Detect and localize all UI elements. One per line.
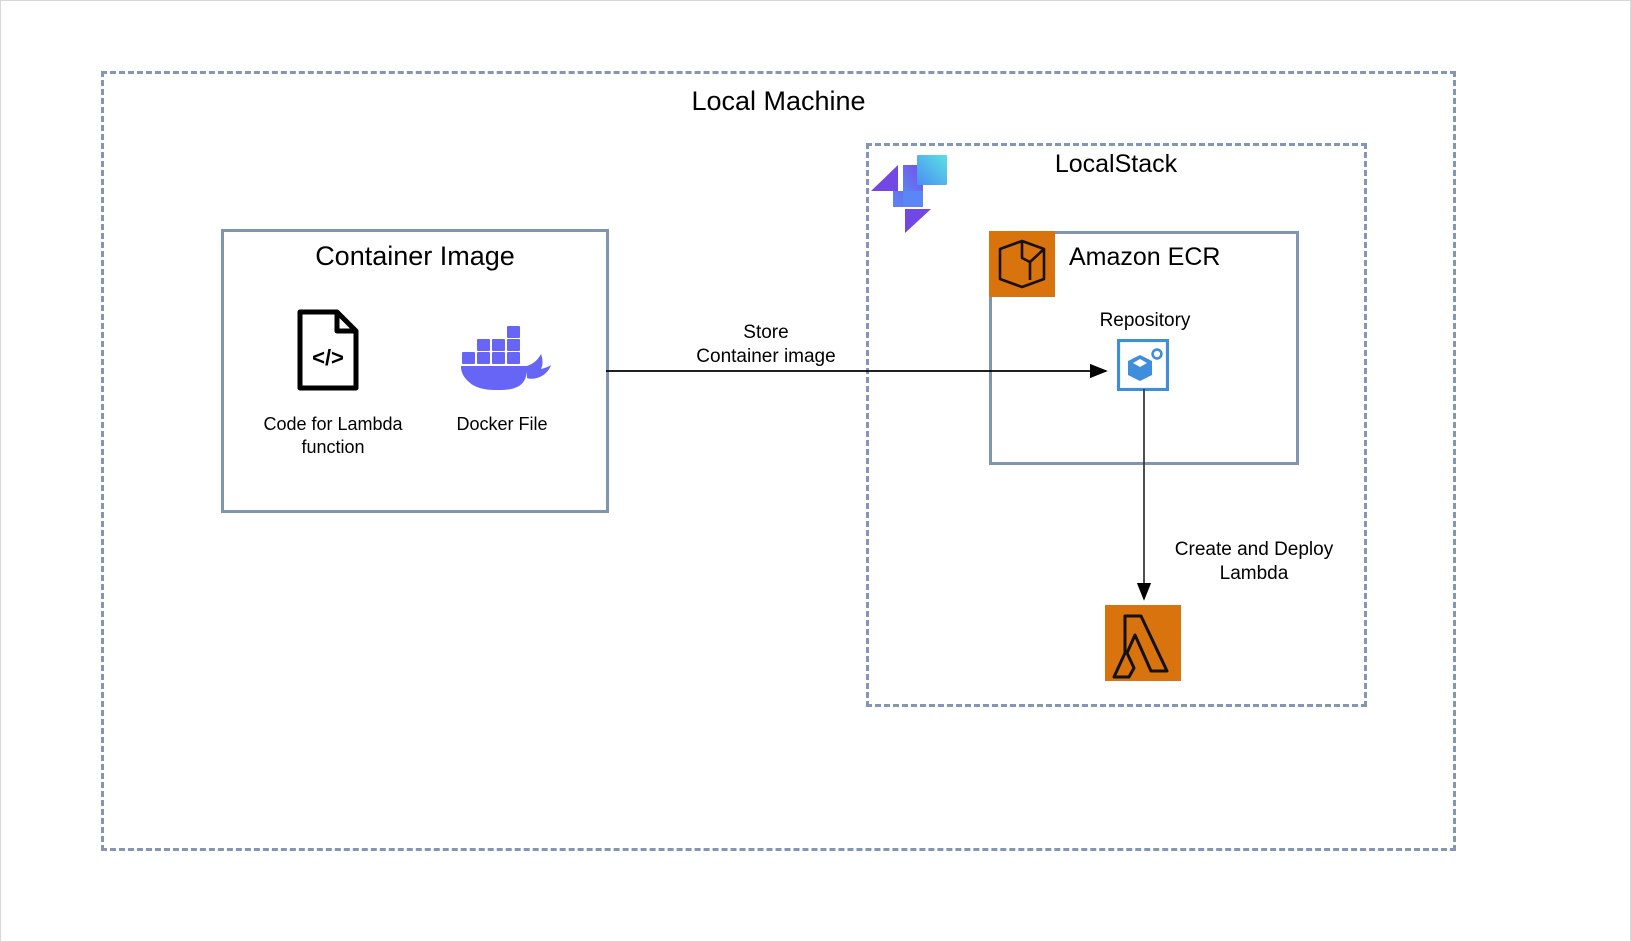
- deploy-arrow-label-line2: Lambda: [1219, 563, 1289, 585]
- aws-lambda-icon: [1105, 605, 1181, 681]
- local-machine-boundary: [101, 71, 1456, 851]
- store-arrow-label-line1: Store: [743, 322, 789, 343]
- code-file-icon: </>: [297, 309, 359, 391]
- local-machine-title: Local Machine: [691, 86, 866, 116]
- repository-caption: Repository: [1099, 310, 1191, 331]
- deploy-arrow-label: Create and Deploy Lambda: [1159, 538, 1349, 587]
- amazon-ecr-icon: [989, 231, 1055, 297]
- ecr-repository-icon: [1116, 338, 1170, 392]
- deploy-arrow-label-line1: Create and Deploy: [1174, 539, 1334, 560]
- create-deploy-lambda-arrow: [1136, 389, 1152, 601]
- container-image-title: Container Image: [315, 241, 515, 271]
- store-container-image-arrow: [606, 363, 1108, 379]
- docker-file-caption: Docker File: [456, 414, 548, 434]
- localstack-title: LocalStack: [1054, 150, 1178, 178]
- store-arrow-label: Store Container image: [641, 321, 891, 370]
- code-file-caption: Code for Lambda function: [263, 414, 403, 458]
- svg-text:</>: </>: [312, 345, 344, 370]
- localstack-boundary: [866, 143, 1367, 707]
- amazon-ecr-title: Amazon ECR: [1069, 243, 1221, 271]
- localstack-logo: [867, 149, 951, 233]
- store-arrow-label-line2: Container image: [696, 346, 836, 368]
- docker-whale-icon: [453, 325, 553, 391]
